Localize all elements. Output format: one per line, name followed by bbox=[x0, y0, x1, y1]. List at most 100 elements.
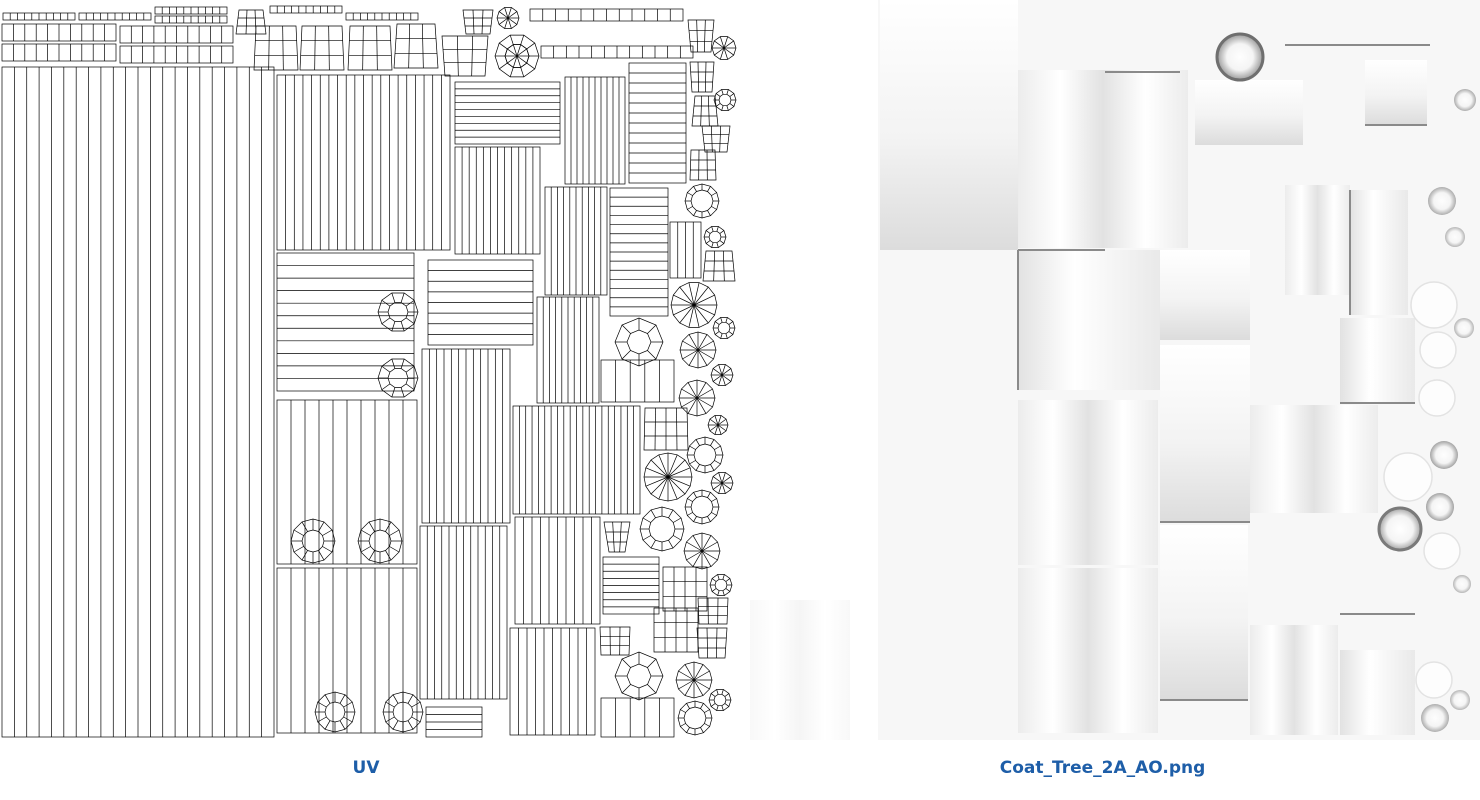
uv-island bbox=[154, 6, 228, 15]
uv-fan-island bbox=[393, 23, 439, 69]
uv-ring-island bbox=[684, 183, 720, 219]
uv-island bbox=[529, 8, 684, 22]
uv-ring-island bbox=[614, 651, 664, 701]
uv-fan-island bbox=[603, 521, 631, 553]
uv-island bbox=[119, 25, 234, 44]
uv-ring-island bbox=[677, 700, 713, 736]
uv-island bbox=[78, 12, 152, 21]
uv-island bbox=[454, 146, 541, 255]
uv-fan-island bbox=[462, 9, 494, 35]
uv-ring-island bbox=[713, 89, 737, 111]
uv-island bbox=[544, 186, 608, 296]
uv-island bbox=[669, 221, 702, 279]
uv-radial-island bbox=[679, 331, 717, 369]
uv-island bbox=[276, 252, 415, 392]
uv-island bbox=[2, 12, 76, 21]
uv-ring-island bbox=[377, 292, 419, 332]
uv-island bbox=[600, 697, 675, 738]
uv-island bbox=[514, 516, 601, 625]
uv-island bbox=[276, 399, 418, 565]
uv-ring-island bbox=[314, 691, 356, 733]
uv-ring-island bbox=[686, 436, 724, 474]
uv-fan-island bbox=[441, 35, 489, 77]
uv-fan-island bbox=[687, 19, 715, 53]
uv-fan-island bbox=[702, 250, 736, 282]
uv-island bbox=[512, 405, 641, 515]
uv-radial-island bbox=[675, 661, 713, 699]
uv-radial-island bbox=[496, 7, 520, 29]
ao-texture-caption: Coat_Tree_2A_AO.png bbox=[999, 758, 1206, 778]
uv-island bbox=[536, 296, 600, 404]
uv-island bbox=[1, 23, 117, 42]
uv-ring-island bbox=[703, 226, 727, 248]
uv-radial-island bbox=[678, 379, 716, 417]
uv-island bbox=[154, 15, 228, 24]
ao-shading bbox=[740, 0, 1480, 740]
ao-round-spot bbox=[1218, 35, 1262, 79]
uv-fan-island bbox=[701, 125, 731, 153]
uv-island bbox=[1, 43, 117, 62]
uv-radial-island bbox=[670, 282, 718, 328]
uv-island bbox=[119, 45, 234, 64]
uv-radial-island bbox=[643, 452, 693, 502]
ao-soft-spot bbox=[1410, 281, 1458, 329]
uv-fan-island bbox=[653, 607, 699, 653]
uv-ring-island bbox=[639, 506, 685, 552]
uv-island bbox=[509, 627, 596, 736]
uv-fan-island bbox=[696, 627, 728, 659]
ao-round-spot bbox=[1454, 89, 1476, 111]
ao-soft-spot bbox=[1423, 532, 1461, 570]
uv-island bbox=[276, 74, 451, 251]
ao-round-spot bbox=[1378, 507, 1422, 551]
uv-ring-island bbox=[290, 518, 336, 564]
uv-ring-island bbox=[712, 317, 736, 339]
uv-radial-island bbox=[504, 44, 530, 68]
uv-radial-island bbox=[710, 472, 734, 494]
uv-island bbox=[602, 556, 660, 615]
ao-round-spot bbox=[1450, 690, 1470, 710]
uv-fan-island bbox=[697, 597, 729, 625]
uv-island bbox=[600, 359, 675, 403]
ao-texture-image bbox=[740, 0, 1480, 740]
ao-round-spot bbox=[1454, 318, 1474, 338]
uv-fan-island bbox=[643, 407, 689, 451]
uv-island-main-strips bbox=[1, 66, 275, 738]
uv-fan-island bbox=[235, 9, 267, 35]
uv-island bbox=[609, 187, 669, 317]
uv-ring-island bbox=[684, 489, 720, 525]
ao-soft-spot bbox=[1419, 331, 1457, 369]
uv-map-panel bbox=[0, 0, 740, 740]
uv-island bbox=[427, 259, 534, 346]
ao-round-spot bbox=[1445, 227, 1465, 247]
uv-island bbox=[540, 45, 694, 59]
uv-island bbox=[269, 5, 343, 14]
uv-island bbox=[628, 62, 687, 184]
uv-island bbox=[421, 348, 511, 524]
ao-seams bbox=[1017, 44, 1430, 701]
uv-island bbox=[345, 12, 419, 21]
uv-islands bbox=[1, 5, 737, 738]
uv-caption: UV bbox=[352, 758, 380, 778]
ao-soft-spot bbox=[1383, 452, 1433, 502]
ao-round-spot bbox=[1430, 441, 1458, 469]
uv-radial-island bbox=[711, 36, 737, 60]
uv-fan-island bbox=[599, 626, 631, 656]
uv-fan-island bbox=[347, 25, 393, 71]
uv-ring-island bbox=[709, 574, 733, 596]
ao-texture-panel bbox=[740, 0, 1480, 740]
uv-fan-island bbox=[689, 149, 717, 181]
uv-wireframe-image bbox=[1, 5, 737, 738]
uv-fan-island bbox=[689, 61, 715, 93]
uv-ring-island bbox=[708, 689, 732, 711]
ao-round-spot bbox=[1453, 575, 1471, 593]
uv-ring-island bbox=[357, 518, 403, 564]
uv-island bbox=[276, 567, 418, 734]
uv-ring-island bbox=[377, 358, 419, 398]
uv-island bbox=[564, 76, 626, 185]
uv-fan-island bbox=[253, 25, 299, 71]
uv-radial-island bbox=[707, 415, 729, 435]
uv-ring-island bbox=[382, 691, 424, 733]
uv-island bbox=[454, 81, 561, 145]
uv-radial-island bbox=[683, 532, 721, 570]
ao-round-spot bbox=[1426, 493, 1454, 521]
